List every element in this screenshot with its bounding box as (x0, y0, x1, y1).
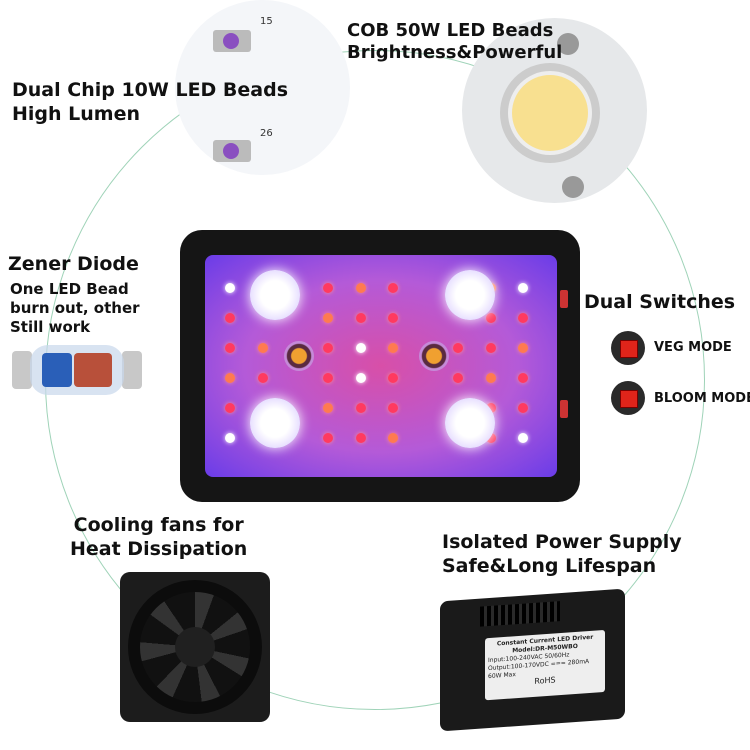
led-bead (225, 313, 235, 323)
led-bead (486, 403, 496, 413)
led-bead (356, 313, 366, 323)
led-bead (518, 343, 528, 353)
led-bead (225, 343, 235, 353)
power-line2: Safe&Long Lifespan (442, 555, 657, 577)
veg-mode-label: VEG MODE (654, 340, 732, 355)
white-led-lens (445, 398, 495, 448)
bead-number: 26 (260, 128, 273, 139)
fans-line2: Heat Dissipation (70, 538, 248, 560)
led-bead (518, 433, 528, 443)
led-bead (356, 343, 366, 353)
led-bead (518, 283, 528, 293)
power-label: Isolated Power Supply Safe&Long Lifespan (442, 530, 682, 578)
led-bead (356, 373, 366, 383)
led-bead (518, 403, 528, 413)
panel-switch-bloom (560, 400, 568, 418)
led-bead (258, 343, 268, 353)
dual-chip-line1: Dual Chip 10W LED Beads (12, 79, 289, 101)
led-bead (323, 283, 333, 293)
cob-label: COB 50W LED Beads Brightness&Powerful (347, 20, 562, 64)
led-bead (453, 343, 463, 353)
led-bead (323, 403, 333, 413)
led-bead (388, 343, 398, 353)
led-bead (453, 373, 463, 383)
led-bead (225, 283, 235, 293)
led-bead (388, 313, 398, 323)
cob-bead-image (462, 18, 647, 203)
led-bead (356, 403, 366, 413)
white-led-lens (250, 398, 300, 448)
led-bead (225, 373, 235, 383)
led-bead (225, 403, 235, 413)
fans-label: Cooling fans for Heat Dissipation (70, 513, 247, 561)
zener-diode-image (12, 343, 142, 398)
led-bead (486, 373, 496, 383)
led-bead (356, 283, 366, 293)
zener-description: One LED Bead burn out, other Still work (10, 280, 140, 337)
fans-line1: Cooling fans for (73, 514, 244, 536)
led-bead (356, 433, 366, 443)
led-bead (388, 283, 398, 293)
dual-chip-label: Dual Chip 10W LED Beads High Lumen (12, 78, 288, 126)
cob-led (419, 341, 449, 371)
led-bead (258, 373, 268, 383)
switches-title: Dual Switches (584, 291, 736, 313)
bead-number: 15 (260, 16, 273, 27)
cob-line2: Brightness&Powerful (347, 42, 563, 63)
veg-switch-icon (611, 331, 645, 365)
led-bead (388, 403, 398, 413)
led-bead (323, 433, 333, 443)
led-bead (486, 343, 496, 353)
cob-line1: COB 50W LED Beads (347, 20, 554, 41)
zener-line3: Still work (10, 318, 91, 336)
zener-line2: burn out, other (10, 299, 140, 317)
bloom-mode-label: BLOOM MODE (654, 391, 750, 406)
led-bead (323, 373, 333, 383)
zener-line1: One LED Bead (10, 280, 129, 298)
dual-chip-bead-image: 15 26 (175, 0, 350, 175)
panel-switch-veg (560, 290, 568, 308)
cob-led (284, 341, 314, 371)
white-led-lens (250, 270, 300, 320)
cooling-fan-image (120, 572, 270, 722)
zener-title: Zener Diode (8, 253, 139, 275)
led-bead (388, 373, 398, 383)
power-supply-image: Constant Current LED Driver Model:DR-M50… (440, 588, 625, 732)
dual-chip-line2: High Lumen (12, 103, 140, 125)
bloom-switch-icon (611, 381, 645, 415)
led-bead (225, 433, 235, 443)
white-led-lens (445, 270, 495, 320)
led-bead (518, 313, 528, 323)
led-bead (323, 313, 333, 323)
led-bead (323, 343, 333, 353)
power-line1: Isolated Power Supply (442, 531, 682, 553)
led-bead (486, 313, 496, 323)
led-bead (388, 433, 398, 443)
led-bead (486, 433, 496, 443)
led-bead (518, 373, 528, 383)
